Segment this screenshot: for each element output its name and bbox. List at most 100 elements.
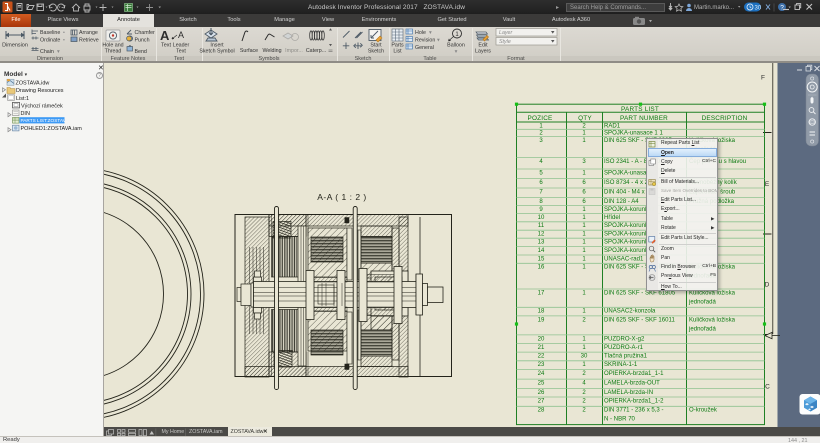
svg-text:30: 30 (581, 354, 588, 360)
svg-text:SPOJKA-korunka3: SPOJKA-korunka3 (604, 232, 655, 238)
svg-text:DIN: DIN (21, 111, 30, 117)
svg-text:N - NBR 70: N - NBR 70 (604, 417, 636, 423)
svg-text:1: 1 (539, 123, 543, 129)
svg-text:2: 2 (582, 317, 586, 323)
svg-text:1: 1 (455, 32, 459, 38)
svg-text:LAMELA-brzda-OUT: LAMELA-brzda-OUT (604, 381, 660, 387)
svg-text:20: 20 (538, 336, 545, 342)
svg-text:Hřídel: Hřídel (604, 215, 620, 221)
svg-text:9: 9 (539, 207, 543, 213)
svg-text:SPOJKA-korunka5: SPOJKA-korunka5 (604, 248, 655, 254)
svg-text:8: 8 (539, 199, 543, 205)
svg-text:Caterp...: Caterp... (306, 48, 326, 54)
svg-text:OPIERKA-brzda1_1-2: OPIERKA-brzda1_1-2 (604, 398, 664, 404)
svg-text:2: 2 (582, 123, 586, 129)
svg-text:PUZDRO-A-r1: PUZDRO-A-r1 (604, 345, 644, 351)
svg-text:Hole: Hole (415, 30, 426, 36)
svg-text:Martin.marko...: Martin.marko... (694, 5, 734, 11)
svg-text:Baseline: Baseline (40, 30, 60, 36)
svg-text:RAD1: RAD1 (604, 123, 621, 129)
svg-text:1: 1 (582, 223, 586, 229)
svg-text:DIN 625 SKF - SKF 61805: DIN 625 SKF - SKF 61805 (604, 290, 676, 296)
svg-text:QTY: QTY (578, 115, 592, 122)
svg-text:15: 15 (538, 256, 545, 262)
svg-text:▾: ▾ (437, 37, 440, 43)
svg-text:DIN 404 - M4 x 8: DIN 404 - M4 x 8 (604, 189, 650, 195)
svg-text:jednořadá: jednořadá (688, 326, 717, 332)
svg-text:O-kroužek: O-kroužek (689, 408, 718, 414)
svg-text:E: E (765, 181, 770, 188)
svg-text:•: • (63, 30, 65, 36)
svg-text:Style: Style (499, 39, 511, 45)
svg-text:Thread: Thread (105, 48, 122, 54)
svg-text:1: 1 (582, 232, 586, 238)
svg-text:6: 6 (582, 180, 586, 186)
svg-text:ISO 8734 - 4 x 20 - A: ISO 8734 - 4 x 20 - A (604, 180, 661, 186)
svg-text:18: 18 (538, 309, 545, 315)
svg-text:PARTS LIST:ZOSTAVA.iam: PARTS LIST:ZOSTAVA.iam (21, 118, 78, 123)
svg-text:▾: ▾ (429, 30, 432, 36)
svg-text:1: 1 (582, 138, 586, 144)
svg-text:1: 1 (582, 290, 586, 296)
svg-text:Dimension: Dimension (2, 42, 28, 48)
svg-text:13: 13 (538, 240, 545, 246)
svg-text:DIN 128 - A4: DIN 128 - A4 (604, 199, 639, 205)
svg-text:27: 27 (538, 398, 545, 404)
svg-text:22: 22 (538, 354, 545, 360)
svg-text:3: 3 (582, 159, 586, 165)
svg-text:Text: Text (176, 48, 186, 54)
svg-text:PARTS LIST: PARTS LIST (621, 106, 659, 113)
svg-text:11: 11 (538, 223, 545, 229)
svg-text:Impor...: Impor... (285, 48, 303, 54)
svg-text:Text: Text (161, 42, 171, 48)
svg-text:1: 1 (582, 240, 586, 246)
svg-text:DIN 625 SKF - SKF 61905: DIN 625 SKF - SKF 61905 (604, 265, 676, 271)
svg-text:4: 4 (539, 159, 543, 165)
svg-text:Hole and: Hole and (102, 42, 123, 48)
svg-text:PUZDRO-X-g2: PUZDRO-X-g2 (604, 336, 645, 342)
svg-text:Layer: Layer (499, 30, 512, 36)
svg-text:OPIERKA-brzda1_1-1: OPIERKA-brzda1_1-1 (604, 371, 664, 377)
svg-text:A-A ( 1 : 2 ): A-A ( 1 : 2 ) (317, 192, 367, 202)
svg-text:1: 1 (582, 345, 586, 351)
svg-text:25: 25 (538, 381, 545, 387)
svg-text:DESCRIPTION: DESCRIPTION (702, 115, 748, 122)
svg-text:7: 7 (539, 189, 543, 195)
svg-text:12: 12 (538, 232, 545, 238)
svg-text:Balloon: Balloon (447, 42, 465, 48)
svg-text:Arrange: Arrange (79, 30, 98, 36)
svg-text:Bend: Bend (135, 49, 147, 55)
svg-text:Surface: Surface (240, 48, 258, 54)
svg-text:1: 1 (582, 336, 586, 342)
svg-text:C: C (765, 384, 770, 391)
svg-text:6: 6 (582, 189, 586, 195)
svg-text:DIN 625 SKF - SKF 6305: DIN 625 SKF - SKF 6305 (604, 138, 673, 144)
svg-text:Retrieve: Retrieve (79, 37, 99, 43)
svg-text:Drawing Resources: Drawing Resources (16, 88, 64, 94)
svg-text:3: 3 (539, 138, 543, 144)
svg-text:POHLED1:ZOSTAVA.iam: POHLED1:ZOSTAVA.iam (21, 126, 83, 132)
svg-text:Start: Start (370, 42, 382, 48)
svg-text:List:1: List:1 (16, 96, 29, 102)
svg-text:Welding: Welding (262, 48, 281, 54)
svg-text:SPOJKA-korunka1: SPOJKA-korunka1 (604, 207, 655, 213)
svg-text:19: 19 (538, 317, 545, 323)
svg-text:Insert: Insert (210, 42, 224, 48)
svg-text:2: 2 (582, 371, 586, 377)
svg-text:Ordinate: Ordinate (40, 37, 60, 43)
svg-text:SPOJKA-korunka4: SPOJKA-korunka4 (604, 240, 655, 246)
svg-text:1: 1 (582, 170, 586, 176)
svg-text:1: 1 (582, 248, 586, 254)
svg-text:LAMELA-brzda-IN: LAMELA-brzda-IN (604, 390, 653, 396)
svg-text:▾: ▾ (455, 49, 458, 55)
svg-text:1: 1 (582, 215, 586, 221)
svg-text:jednořadá: jednořadá (688, 299, 717, 305)
svg-text:General: General (415, 45, 434, 51)
svg-text:5: 5 (539, 170, 543, 176)
svg-text:17: 17 (538, 290, 545, 296)
svg-text:1: 1 (582, 256, 586, 262)
svg-text:DIN 3771 - 236 x 5,3 -: DIN 3771 - 236 x 5,3 - (604, 408, 664, 414)
svg-text:Layers: Layers (475, 48, 491, 54)
svg-text:Edit: Edit (478, 42, 488, 48)
svg-text:ZOSTAVA.idw: ZOSTAVA.idw (16, 80, 50, 86)
